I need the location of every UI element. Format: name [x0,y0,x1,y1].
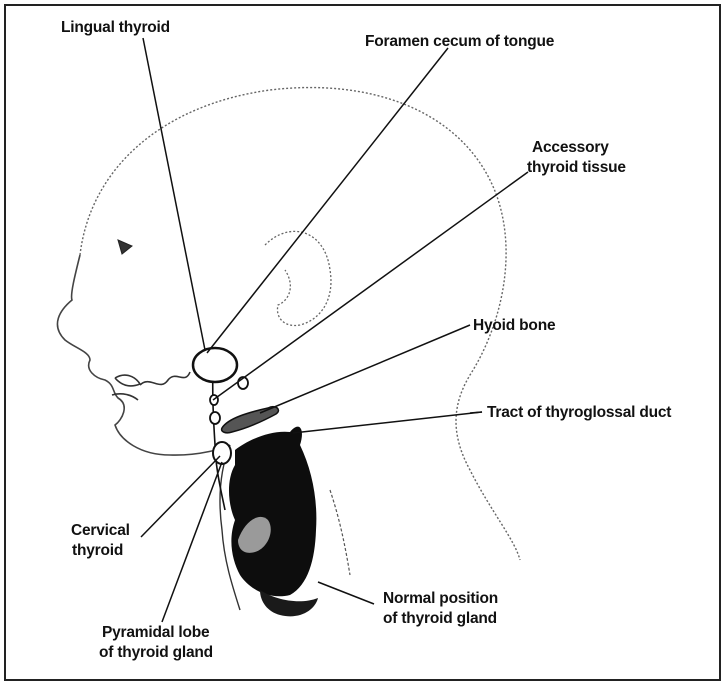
leader-tract-duct [293,412,482,433]
tract-label-dash [470,412,482,413]
label-hyoid-bone: Hyoid bone [473,316,555,336]
neck-back [330,490,350,575]
ear-outline [265,231,331,325]
label-normal-line2: of thyroid gland [383,609,497,629]
duct-nodule-2 [210,412,220,424]
hyoid-bone [222,407,279,433]
leader-foramen-cecum [207,48,448,353]
lingual-thyroid-oval [193,348,237,382]
leader-hyoid-bone [260,325,470,413]
thyroid-gland [229,427,316,597]
eye [118,240,132,254]
leader-cervical-thyroid [141,456,220,537]
leader-normal-position [318,582,374,604]
label-accessory-line2: thyroid tissue [527,158,626,178]
label-tract-duct: Tract of thyroglossal duct [487,403,671,423]
label-cervical-line1: Cervical [71,521,130,541]
label-lingual-thyroid: Lingual thyroid [61,18,170,38]
label-pyramidal-line2: of thyroid gland [99,643,213,663]
leader-lingual-thyroid [143,38,205,350]
label-accessory-line1: Accessory [532,138,609,158]
label-cervical-line2: thyroid [72,541,123,561]
label-foramen-cecum: Foramen cecum of tongue [365,32,554,52]
label-normal-line1: Normal position [383,589,498,609]
thyroglossal-duct [213,370,225,510]
leader-pyramidal-lobe [162,462,222,622]
label-pyramidal-line1: Pyramidal lobe [102,623,209,643]
tongue-squiggle [140,372,190,385]
